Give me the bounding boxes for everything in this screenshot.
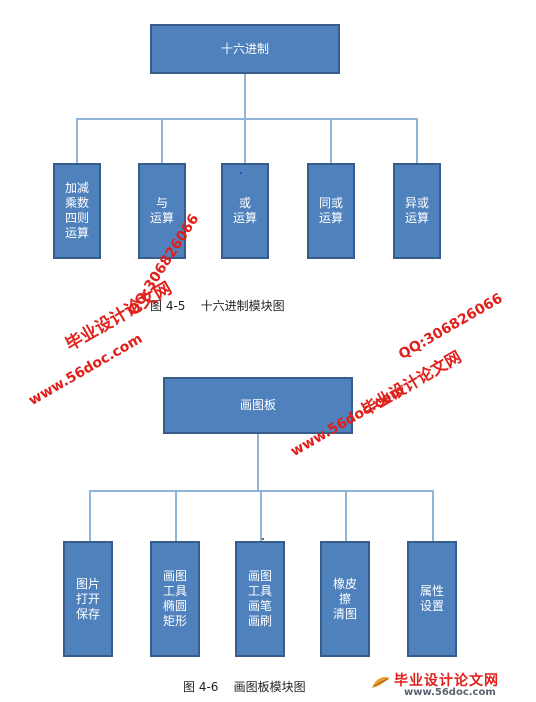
paint-drop-line — [175, 490, 177, 542]
paint-node-shapes: 画图 工具 椭圆 矩形 — [150, 541, 200, 657]
paint-node-brush: 画图 工具 画笔 画刷 — [235, 541, 285, 657]
paint-drop-line — [260, 490, 262, 542]
hex-node-arith: 加减 乘数 四则 运算 — [53, 163, 101, 259]
paint-drop-line — [345, 490, 347, 542]
hex-drop-line — [161, 118, 163, 163]
hex-node-and: 与 运算 — [138, 163, 186, 259]
hex-node-xor: 异或 运算 — [393, 163, 441, 259]
hex-node-xnor: 同或 运算 — [307, 163, 355, 259]
hex-drop-line — [330, 118, 332, 163]
footer-brand: 毕业设计论文网 — [394, 673, 499, 689]
paint-drop-line — [432, 490, 434, 542]
paint-drop-line — [89, 490, 91, 542]
paint-node-file: 图片 打开 保存 — [63, 541, 113, 657]
footer-logo: 毕业设计论文网 www.56doc.com — [368, 668, 534, 702]
paint-root-node: 画图板 — [163, 377, 353, 434]
hex-drop-line — [244, 118, 246, 163]
figure-caption-4-5: 图 4-5 十六进制模块图 — [150, 299, 285, 313]
hex-branch-bar — [76, 118, 418, 120]
hex-root-node: 十六进制 — [150, 24, 340, 74]
footer-site: www.56doc.com — [404, 687, 496, 698]
hex-drop-line — [76, 118, 78, 163]
stray-dot — [262, 538, 264, 540]
paint-node-eraser: 橡皮 擦 清图 — [320, 541, 370, 657]
hex-drop-line — [416, 118, 418, 163]
hex-trunk-line — [244, 74, 246, 118]
figure-caption-4-6: 图 4-6 画图板模块图 — [183, 680, 306, 694]
hex-node-or: 或 运算 — [221, 163, 269, 259]
leaf-icon — [370, 674, 392, 692]
stray-dot — [240, 172, 242, 174]
paint-trunk-line — [257, 434, 259, 490]
paint-node-properties: 属性 设置 — [407, 541, 457, 657]
